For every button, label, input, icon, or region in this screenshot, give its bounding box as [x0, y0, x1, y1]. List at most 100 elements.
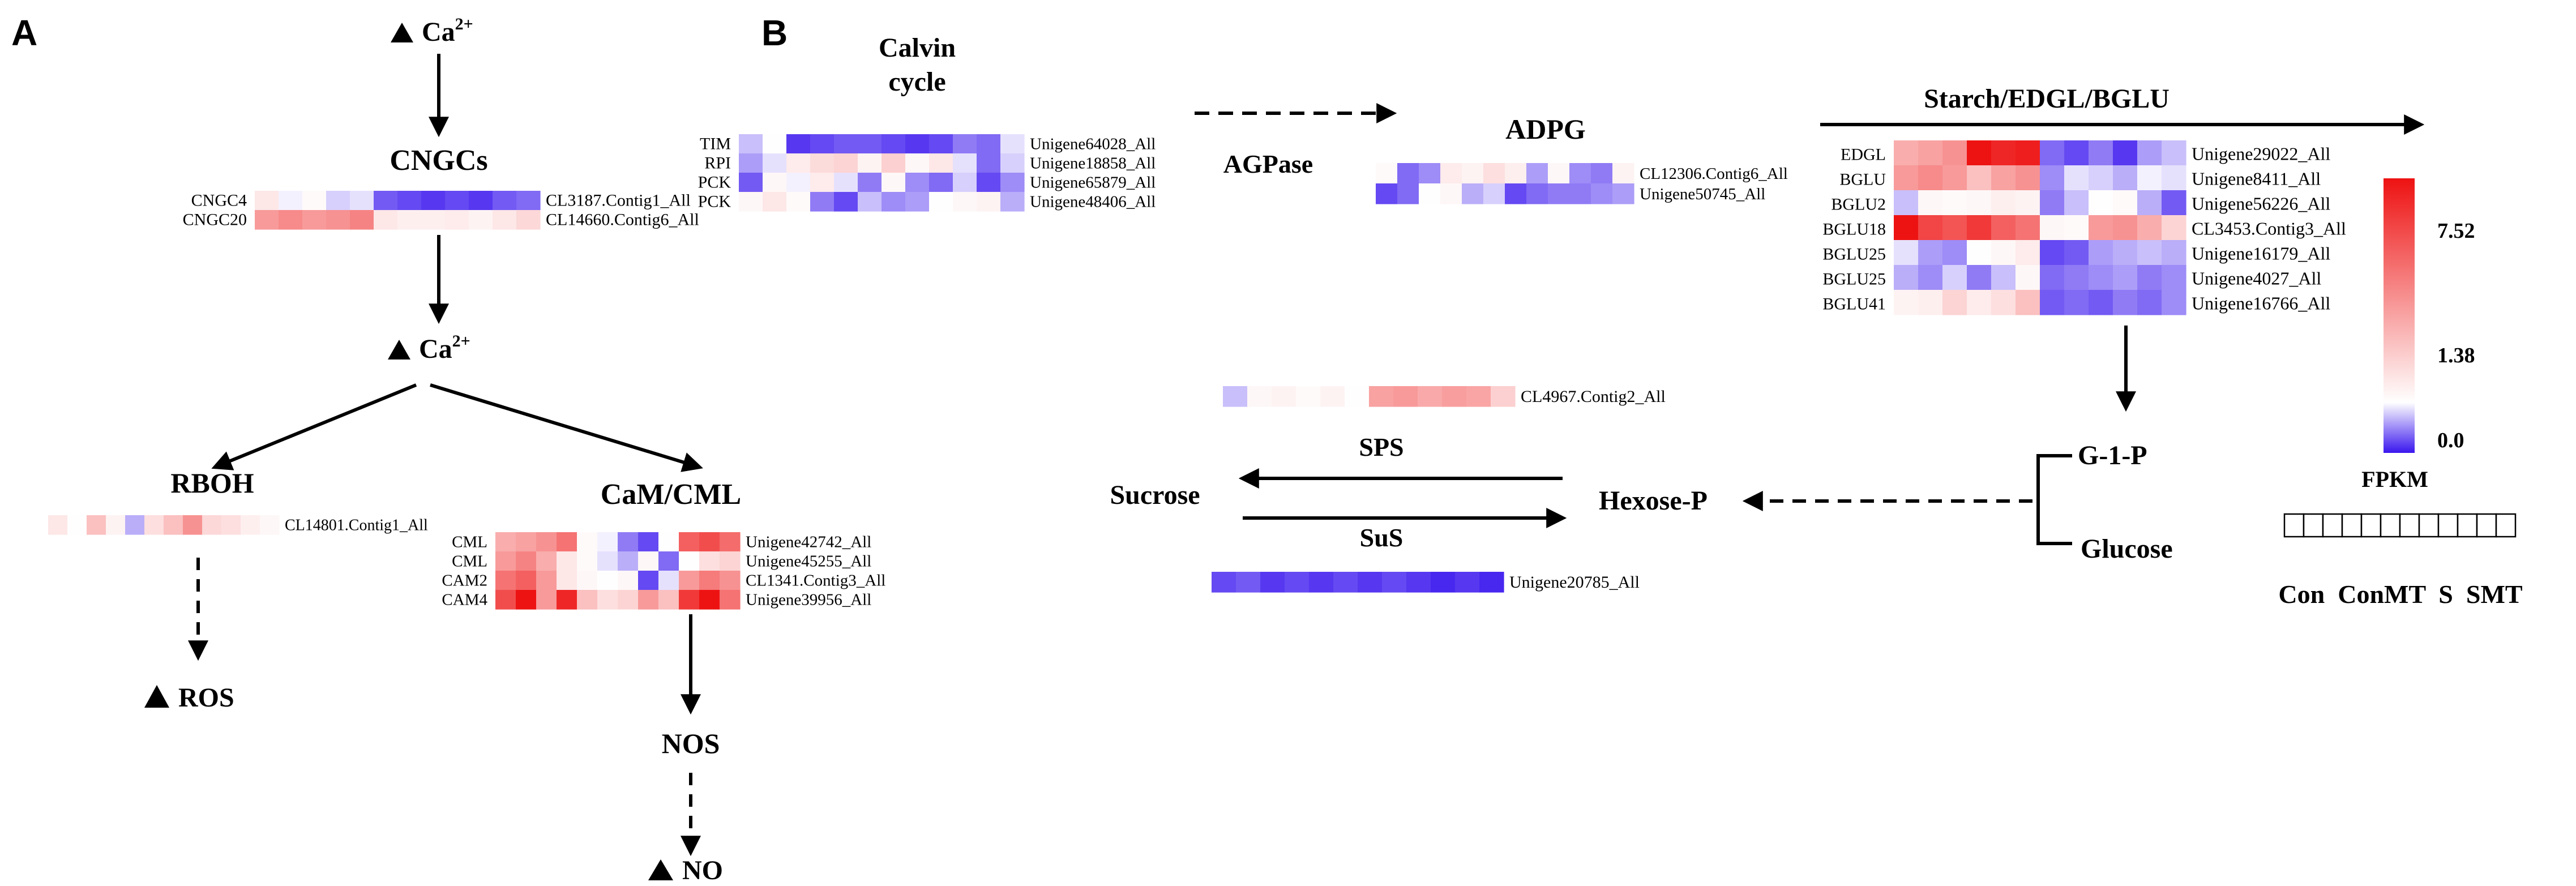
heatmap-cell: [1479, 572, 1504, 593]
heatmap-cell: [1967, 215, 1992, 241]
gene-name-label: BGLU41: [1822, 294, 1886, 313]
heatmap-cell: [882, 134, 906, 154]
gene-id-label: Unigene20785_All: [1509, 573, 1640, 592]
panel-label-a: A: [11, 12, 37, 53]
heatmap-cell: [1418, 386, 1443, 407]
gene-name-label: CNGC4: [191, 191, 247, 210]
heatmap-cell: [495, 532, 516, 552]
sps-label: SPS: [1359, 433, 1403, 461]
heatmap-cell: [1466, 386, 1491, 407]
heatmap-cell: [977, 192, 1001, 212]
heatmap-cell: [2162, 265, 2186, 290]
branch-left-arrow: [211, 383, 417, 470]
heatmap-cell: [536, 590, 557, 610]
gene-name-label: TIM: [700, 135, 731, 153]
heatmap-cell: [905, 192, 930, 212]
heatmap-cell: [2113, 215, 2138, 241]
heatmap-cell: [255, 191, 279, 211]
heatmap-cell: [2016, 165, 2040, 191]
gene-id-label: Unigene16766_All: [2192, 293, 2330, 313]
heatmap-cell: [882, 173, 906, 192]
triangle-icon: [648, 859, 673, 880]
heatmap-cell: [1393, 386, 1418, 407]
heatmap-cell: [516, 532, 537, 552]
gene-name-label: BGLU25: [1822, 245, 1886, 263]
heatmap-cell: [469, 191, 493, 211]
heatmap-cell: [255, 210, 279, 230]
heatmap-cell: [445, 191, 469, 211]
gene-name-label: BGLU: [1839, 170, 1886, 189]
heatmap-cell: [618, 590, 639, 610]
gene-id-label: CL3453.Contig3_All: [2192, 218, 2346, 238]
heatmap-cell: [302, 191, 327, 211]
heatmap-cell: [1612, 163, 1634, 184]
heatmap-cell: [1991, 215, 2016, 241]
heatmap-cell: [397, 210, 422, 230]
heatmap-cell: [1918, 190, 1943, 216]
heatmap-cell: [679, 571, 700, 590]
gene-id-label: Unigene64028_All: [1030, 135, 1156, 153]
heatmap-cell: [679, 532, 700, 552]
heatmap-cell: [739, 173, 763, 192]
heatmap-row: BGLU41 Unigene16766_All: [1822, 290, 2330, 315]
sus-label: SuS: [1360, 523, 1403, 552]
heatmap-cell: [658, 551, 679, 571]
condition-box: [2437, 513, 2459, 538]
heatmap-cell: [2113, 165, 2138, 191]
heatmap-cell: [1000, 134, 1025, 154]
heatmap-row: TIM Unigene64028_All: [700, 134, 1156, 154]
heatmap-cell: [977, 153, 1001, 173]
heatmap-cell: [241, 515, 260, 535]
heatmap-cell: [2137, 190, 2162, 216]
heatmap-cell: [1272, 386, 1296, 407]
adpg-label: ADPG: [1505, 113, 1586, 145]
heatmap-cell: [2137, 240, 2162, 266]
heatmap-cell: [858, 153, 882, 173]
heatmap-cell: [597, 532, 618, 552]
heatmap-cell: [1548, 163, 1570, 184]
heatmap-cell: [1918, 140, 1943, 166]
heatmap-cell: [1894, 290, 1919, 315]
heatmap-cell: [1967, 240, 1992, 266]
gene-name-label: CNGC20: [183, 211, 247, 229]
triangle-icon: [388, 340, 410, 359]
sucrose-label: Sucrose: [1110, 480, 1200, 510]
heatmap-cell: [834, 134, 858, 154]
heatmap-cell: [1382, 572, 1407, 593]
heatmap-cell: [493, 191, 517, 211]
condition-box: [2322, 513, 2343, 538]
heatmap-cell: [1894, 190, 1919, 216]
heatmap-cell: [882, 153, 906, 173]
heatmap-cell: [1548, 183, 1570, 204]
heatmap-cell: [2089, 165, 2113, 191]
heatmap-cell: [2162, 140, 2186, 166]
heatmap-rboh: CL14801.Contig1_All: [48, 515, 428, 535]
heatmap-cell: [739, 192, 763, 212]
heatmap-cell: [1918, 240, 1943, 266]
heatmap-cell: [1440, 183, 1462, 204]
heatmap-cell: [1967, 140, 1992, 166]
heatmap-cell: [810, 153, 835, 173]
heatmap-cell: [326, 210, 350, 230]
heatmap-cell: [786, 192, 811, 212]
heatmap-cell: [421, 191, 446, 211]
heatmap-cell: [858, 173, 882, 192]
heatmap-cell: [977, 173, 1001, 192]
heatmap-cell: [597, 551, 618, 571]
heatmap-cell: [810, 173, 835, 192]
heatmap-cell: [1442, 386, 1467, 407]
heatmap-cell: [125, 515, 145, 535]
gene-id-label: CL12306.Contig6_All: [1640, 165, 1788, 183]
heatmap-cell: [1967, 165, 1992, 191]
heatmap-cell: [679, 551, 700, 571]
heatmap-cell: [929, 134, 953, 154]
heatmap-cell: [905, 153, 930, 173]
heatmap-cell: [2016, 265, 2040, 290]
heatmap-cell: [953, 153, 977, 173]
heatmap-cell: [557, 590, 577, 610]
gene-id-label: Unigene42742_All: [746, 533, 871, 551]
heatmap-cell: [658, 571, 679, 590]
gene-name-label: CAM4: [442, 591, 487, 609]
